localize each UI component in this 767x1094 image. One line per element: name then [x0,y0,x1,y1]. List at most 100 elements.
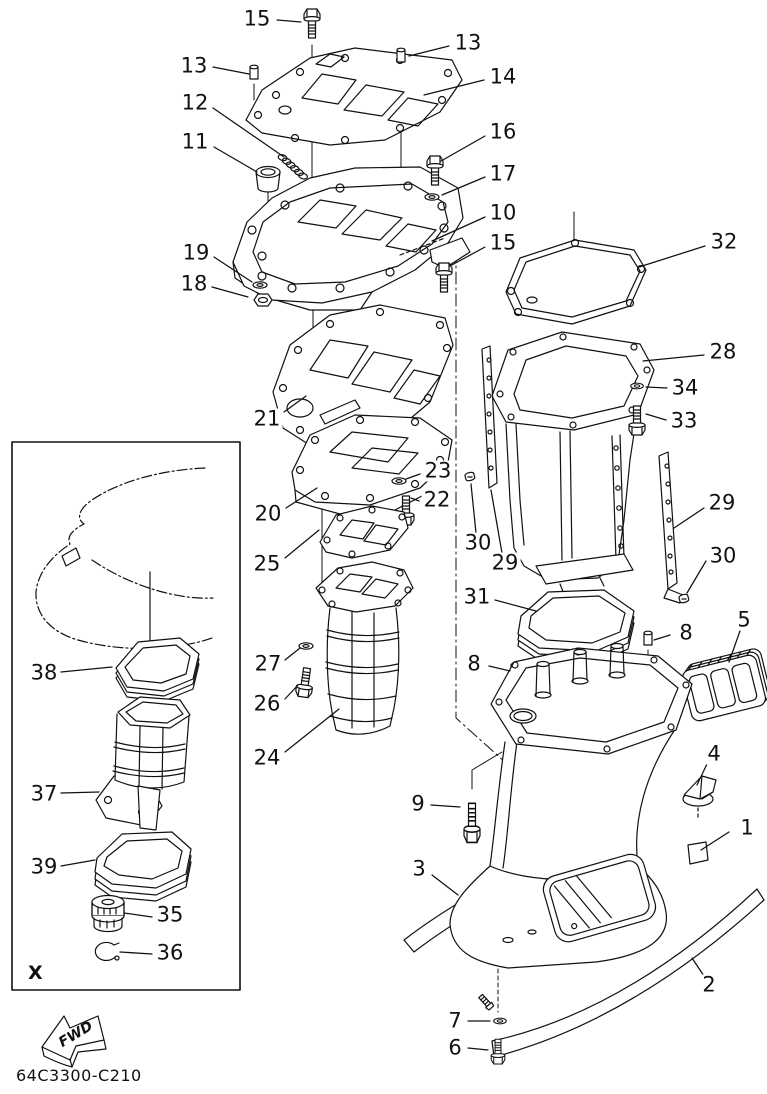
leader-line-23 [405,473,421,480]
leader-line-8 [488,665,511,672]
leader-line-34 [645,386,668,389]
leader-line-22 [410,497,420,502]
part-grille-5 [681,648,767,722]
leader-line-31 [494,599,537,612]
leader-line-39 [60,859,96,867]
callout-29: 29 [706,490,738,515]
callout-22: 22 [421,487,453,512]
part-washer-27 [298,642,314,650]
part-washer-7 [493,1017,507,1025]
callout-16: 16 [487,119,519,144]
part-pin-13-right [396,47,406,63]
leader-line-5 [728,630,741,663]
callout-13: 13 [178,53,210,78]
callout-31: 31 [461,584,493,609]
callout-28: 28 [707,339,739,364]
callout-19: 19 [180,240,212,265]
callout-38: 38 [28,660,60,685]
callout-26: 26 [251,691,283,716]
part-bolt-26 [294,666,316,699]
fwd-arrow-icon: FWD [41,1015,107,1068]
part-washer-34 [630,382,644,390]
callout-13: 13 [452,30,484,55]
leader-line-20 [285,487,318,509]
callout-24: 24 [251,745,283,770]
leader-line-2 [691,957,705,977]
leader-line-38 [60,666,113,673]
leader-line-35 [123,912,153,918]
leader-line-9 [430,804,461,808]
part-muffler-24 [315,561,414,735]
leader-line-27 [284,647,301,661]
part-seal-29-right [658,451,684,604]
callout-23: 23 [422,458,454,483]
leader-line-24 [284,708,340,753]
callout-27: 27 [252,651,284,676]
leader-line-14 [423,79,485,96]
part-seal-31 [517,589,635,664]
leader-line-6 [467,1047,489,1051]
leader-line-36 [119,951,153,955]
leader-line-30 [686,560,707,594]
part-lower-casing-1 [449,642,709,969]
part-anode-4 [682,775,717,819]
callout-34: 34 [669,375,701,400]
leader-line-37 [60,791,100,794]
callout-21: 21 [251,406,283,431]
callout-18: 18 [178,271,210,296]
callout-1: 1 [738,815,756,840]
callout-8: 8 [465,651,483,676]
inset-box [11,441,241,991]
part-washer-23 [391,477,407,485]
part-plate-20 [291,414,453,515]
part-seal-29-left [481,345,498,489]
leader-line-28 [642,354,705,362]
callout-39: 39 [28,854,60,879]
callout-30: 30 [462,530,494,555]
leader-line-15 [449,246,486,267]
leader-line-26 [284,684,299,700]
part-washer-19 [252,281,268,289]
part-upper-casing-28 [491,331,655,595]
leader-line-19 [213,256,253,283]
part-seal-38 [115,637,200,702]
callout-3: 3 [410,856,428,881]
leader-line-15 [276,19,302,23]
leader-line-30 [470,483,477,534]
part-circlip-36 [94,941,120,962]
inset-section-label: X [28,962,43,984]
leader-line-10 [431,216,486,242]
part-pin-8-right [643,630,653,646]
leader-line-11 [213,146,258,173]
leader-line-3 [431,874,459,896]
callout-9: 9 [409,791,427,816]
leader-line-16 [440,135,486,162]
callout-17: 17 [487,161,519,186]
part-gasket-32 [505,238,647,325]
leader-line-25 [284,529,320,559]
callout-15: 15 [487,230,519,255]
diagram-code: 64C3300-C210 [16,1066,142,1085]
part-seal-39 [94,831,192,902]
callout-12: 12 [179,90,211,115]
leader-line-21 [283,395,307,413]
leader-line-29 [490,489,503,554]
callout-33: 33 [668,408,700,433]
leader-line-4 [696,763,708,786]
callout-8: 8 [677,620,695,645]
part-bolt-9 [463,802,481,844]
leader-line-8 [653,634,671,641]
callout-20: 20 [252,501,284,526]
callout-4: 4 [705,741,723,766]
leader-line-1 [700,831,730,851]
leader-line-29 [673,507,705,529]
leader-line-13 [408,45,450,57]
part-trim-strip-2 [491,888,765,1058]
leader-line-33 [645,413,667,421]
part-muffler-37 [95,696,191,831]
part-grommet-35 [91,894,125,933]
callout-37: 37 [28,781,60,806]
leader-line-13 [212,66,250,75]
callout-7: 7 [446,1008,464,1033]
